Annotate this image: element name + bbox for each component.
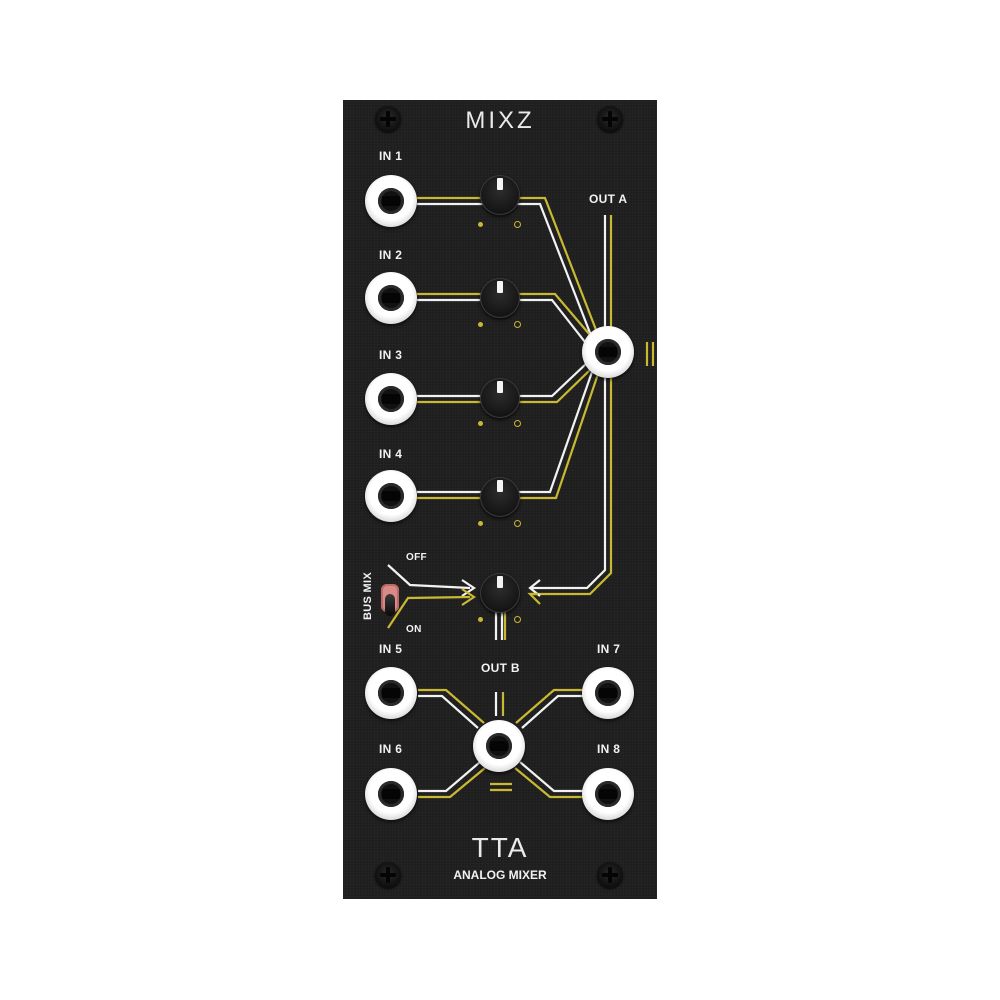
jack-in-6[interactable] (365, 768, 417, 820)
max-marker-ring (514, 616, 521, 623)
switch-off-label: OFF (406, 552, 427, 563)
jack-socket (378, 781, 404, 807)
knob-level-2[interactable] (480, 278, 520, 318)
brand-logo: TTA (471, 832, 529, 863)
knob-pointer (497, 576, 503, 588)
switch-on-label: ON (406, 624, 422, 635)
max-marker-ring (514, 420, 521, 427)
jack-socket (378, 483, 404, 509)
label-in-3: IN 3 (379, 348, 403, 362)
knob-level-4[interactable] (480, 477, 520, 517)
knob-level-1[interactable] (480, 175, 520, 215)
knob-pointer (497, 480, 503, 492)
jack-socket (378, 680, 404, 706)
module-title: MIXZ (465, 107, 535, 134)
screw-bottom-right (597, 862, 623, 888)
screw-bottom-left (375, 862, 401, 888)
label-in-7: IN 7 (597, 642, 621, 656)
jack-socket (595, 339, 621, 365)
label-in-8: IN 8 (597, 742, 621, 756)
max-marker-ring (514, 321, 521, 328)
max-marker-ring (514, 221, 521, 228)
label-in-1: IN 1 (379, 149, 403, 163)
jack-in-4[interactable] (365, 470, 417, 522)
min-marker-dot (478, 222, 483, 227)
bus-mix-label: BUS MIX (361, 572, 374, 620)
max-marker-ring (514, 520, 521, 527)
min-marker-dot (478, 521, 483, 526)
label-out-a: OUT A (589, 192, 628, 206)
label-in-4: IN 4 (379, 447, 403, 461)
jack-socket (595, 781, 621, 807)
jack-in-1[interactable] (365, 175, 417, 227)
label-in-5: IN 5 (379, 642, 403, 656)
jack-in-7[interactable] (582, 667, 634, 719)
knob-level-3[interactable] (480, 378, 520, 418)
brand-subtitle: ANALOG MIXER (453, 868, 547, 882)
jack-in-2[interactable] (365, 272, 417, 324)
min-marker-dot (478, 617, 483, 622)
min-marker-dot (478, 421, 483, 426)
jack-out-b[interactable] (473, 720, 525, 772)
jack-in-8[interactable] (582, 768, 634, 820)
jack-socket (378, 188, 404, 214)
label-in-6: IN 6 (379, 742, 403, 756)
jack-socket (378, 386, 404, 412)
jack-socket (486, 733, 512, 759)
screw-top-right (597, 106, 623, 132)
label-out-b: OUT B (481, 661, 520, 675)
screw-top-left (375, 106, 401, 132)
label-in-2: IN 2 (379, 248, 403, 262)
toggle-lever (385, 594, 395, 616)
jack-socket (595, 680, 621, 706)
knob-pointer (497, 281, 503, 293)
jack-socket (378, 285, 404, 311)
min-marker-dot (478, 322, 483, 327)
knob-bus-mix-level[interactable] (480, 573, 520, 613)
jack-out-a[interactable] (582, 326, 634, 378)
jack-in-3[interactable] (365, 373, 417, 425)
jack-in-5[interactable] (365, 667, 417, 719)
knob-pointer (497, 381, 503, 393)
knob-pointer (497, 178, 503, 190)
bus-mix-toggle-switch[interactable] (381, 584, 399, 616)
